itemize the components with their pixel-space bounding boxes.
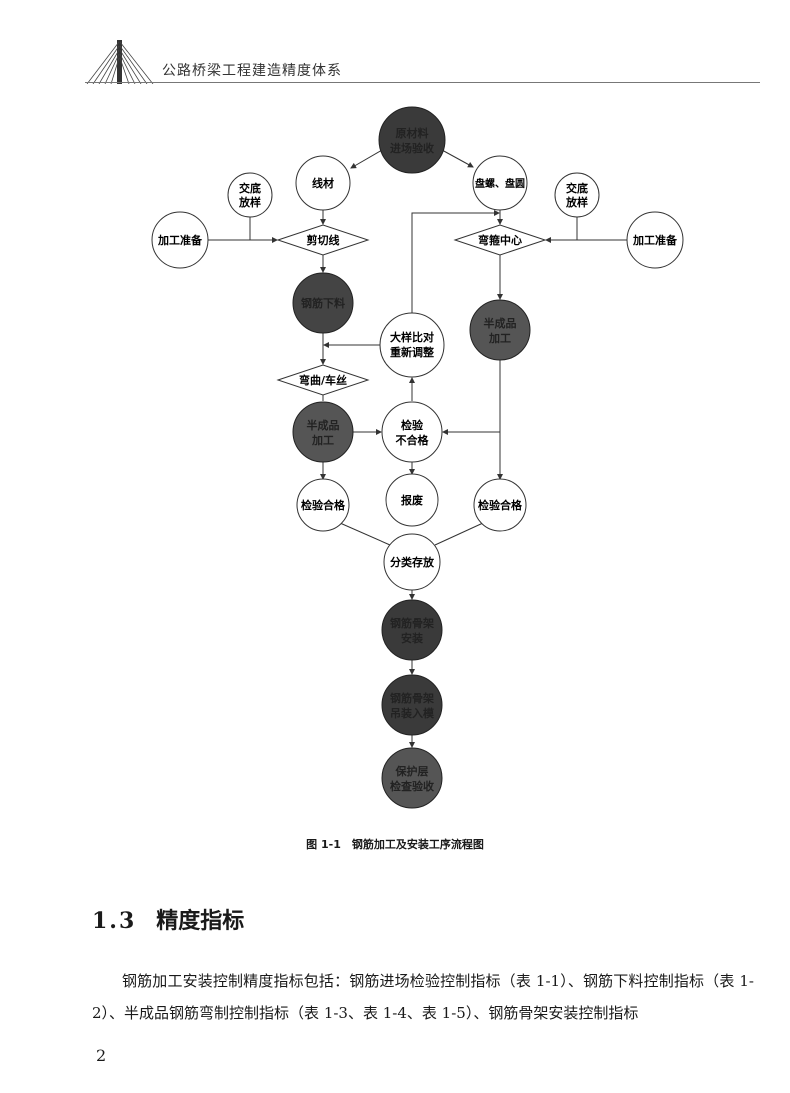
node-pass-left: 检验合格 [296, 478, 350, 532]
node-semi-right: 半成品 加工 [469, 299, 531, 361]
figure-caption: 图 1-1 钢筋加工及安装工序流程图 [306, 838, 484, 851]
svg-text:进场验收: 进场验收 [390, 141, 434, 155]
svg-text:放样: 放样 [238, 195, 261, 209]
svg-text:弯曲/车丝: 弯曲/车丝 [299, 373, 347, 387]
node-brief-right: 交底 放样 [554, 172, 600, 218]
svg-text:报废: 报废 [401, 493, 423, 507]
svg-text:钢筋骨架: 钢筋骨架 [390, 691, 434, 705]
node-blank: 钢筋下料 [292, 272, 354, 334]
node-hoop-decision: 弯箍中心 [453, 224, 547, 256]
node-raw-material: 原材料 进场验收 [378, 106, 446, 174]
node-semi-left: 半成品 加工 [292, 401, 354, 463]
node-cover-inspect: 保护层 检查验收 [381, 747, 443, 809]
svg-text:放样: 放样 [565, 195, 588, 209]
svg-text:原材料: 原材料 [396, 126, 429, 140]
svg-text:保护层: 保护层 [395, 764, 429, 778]
node-scrap: 报废 [385, 473, 439, 527]
svg-text:剪切线: 剪切线 [307, 233, 340, 247]
node-hoist: 钢筋骨架 吊装入模 [381, 674, 443, 736]
svg-text:线材: 线材 [312, 176, 334, 190]
svg-text:检查验收: 检查验收 [390, 779, 434, 793]
svg-text:大样比对: 大样比对 [390, 330, 434, 344]
svg-text:盘螺、盘圆: 盘螺、盘圆 [475, 177, 525, 190]
svg-text:检验: 检验 [401, 418, 424, 432]
svg-text:加工准备: 加工准备 [632, 233, 678, 247]
svg-text:钢筋下料: 钢筋下料 [301, 296, 345, 310]
node-prep-left: 加工准备 [151, 211, 209, 269]
node-prep-right: 加工准备 [626, 211, 684, 269]
svg-text:检验合格: 检验合格 [478, 498, 523, 512]
flowchart: 原材料 进场验收 线材 盘螺、盘圆 交底 放样 交底 放样 加工准备 加工准备 … [151, 106, 684, 809]
header-rule [85, 82, 760, 83]
svg-text:钢筋骨架: 钢筋骨架 [390, 616, 434, 630]
section-heading: 1.3 精度指标 [92, 903, 244, 935]
svg-text:重新调整: 重新调整 [390, 345, 434, 359]
section-title: 精度指标 [156, 908, 245, 934]
svg-text:弯箍中心: 弯箍中心 [478, 233, 522, 247]
svg-text:交底: 交底 [239, 181, 261, 195]
svg-text:加工: 加工 [311, 433, 334, 447]
node-brief-left: 交底 放样 [227, 172, 273, 218]
node-pass-right: 检验合格 [473, 478, 527, 532]
node-store: 分类存放 [383, 533, 441, 591]
node-inspect-fail: 检验 不合格 [381, 401, 443, 463]
node-wire: 线材 [295, 155, 351, 211]
node-coil: 盘螺、盘圆 [472, 155, 528, 211]
svg-text:半成品: 半成品 [484, 316, 517, 330]
svg-text:吊装入模: 吊装入模 [390, 706, 435, 720]
node-install: 钢筋骨架 安装 [381, 599, 443, 661]
page-number: 2 [96, 1046, 107, 1065]
flow-edges [208, 149, 627, 748]
svg-text:不合格: 不合格 [396, 433, 430, 447]
body-paragraph: 钢筋加工安装控制精度指标包括：钢筋进场检验控制指标（表 1-1）、钢筋下料控制指… [92, 972, 754, 1022]
svg-text:交底: 交底 [566, 181, 588, 195]
svg-text:加工: 加工 [488, 331, 511, 345]
svg-text:半成品: 半成品 [307, 418, 340, 432]
svg-text:加工准备: 加工准备 [157, 233, 203, 247]
svg-text:检验合格: 检验合格 [301, 498, 346, 512]
node-cut-decision: 剪切线 [276, 224, 370, 256]
running-header: 公路桥梁工程建造精度体系 [80, 30, 760, 85]
svg-text:安装: 安装 [401, 631, 423, 645]
header-title: 公路桥梁工程建造精度体系 [162, 63, 342, 79]
node-sample-adjust: 大样比对 重新调整 [379, 312, 445, 378]
bridge-logo-icon [86, 40, 154, 84]
section-number: 1.3 [92, 908, 137, 934]
node-bend-decision: 弯曲/车丝 [276, 364, 370, 396]
svg-text:分类存放: 分类存放 [390, 555, 435, 569]
